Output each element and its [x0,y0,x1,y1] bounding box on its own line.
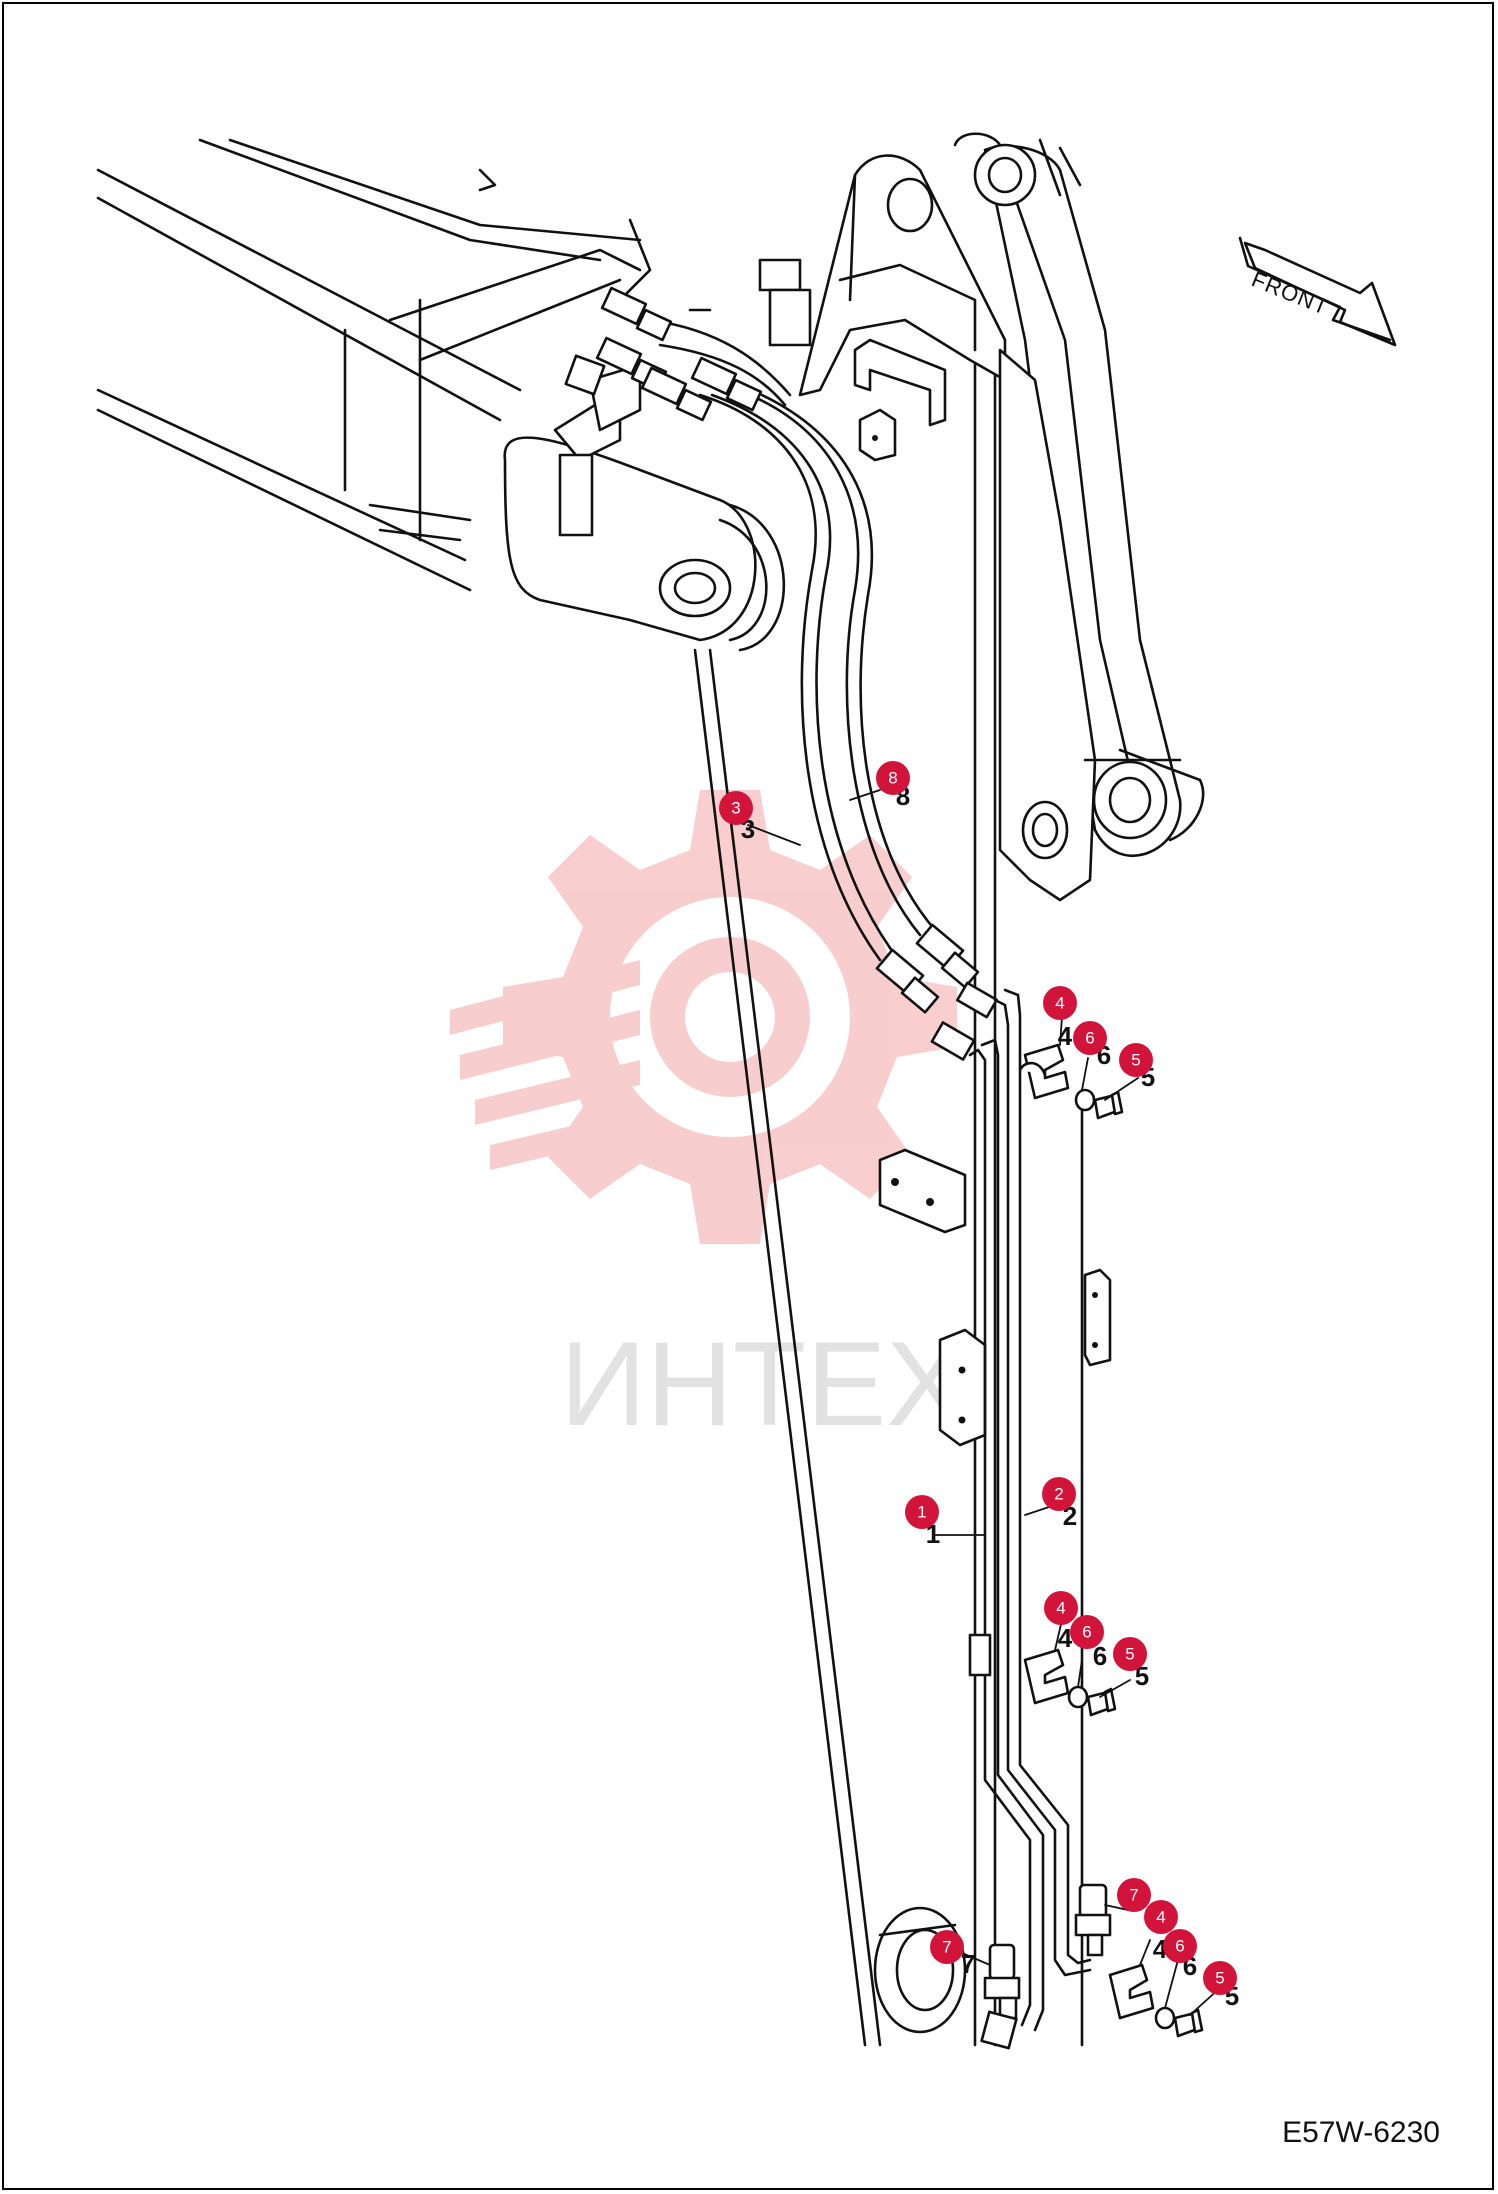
svg-text:7: 7 [1129,1886,1138,1905]
watermark-text: ИНТЕХ [560,1317,966,1451]
callout-3[interactable]: 3 [719,791,753,825]
arm-structure [693,132,1205,2047]
callout-8[interactable]: 8 [876,761,910,795]
callout-6-upper[interactable]: 6 [1073,1021,1107,1055]
callout-4-lower[interactable]: 4 [1144,1900,1178,1934]
svg-text:5: 5 [1215,1969,1224,1988]
boom-structure [96,138,786,652]
callout-6-middle[interactable]: 6 [1070,1615,1104,1649]
svg-text:5: 5 [1131,1051,1140,1070]
callouts: 3 8 4 6 5 1 2 4 [719,761,1237,1995]
svg-text:6: 6 [1082,1623,1091,1642]
front-direction-arrow: FRONT [1238,236,1397,347]
svg-text:2: 2 [1054,1485,1063,1504]
callout-1[interactable]: 1 [905,1495,939,1529]
part-number-6b: 6 [1093,1641,1107,1671]
svg-text:7: 7 [942,1938,951,1957]
callout-2[interactable]: 2 [1042,1477,1076,1511]
clamp-assembly-upper [1018,1043,1124,1120]
svg-text:6: 6 [1175,1937,1184,1956]
callout-5-middle[interactable]: 5 [1113,1637,1147,1671]
callout-4-upper[interactable]: 4 [1043,986,1077,1020]
svg-text:8: 8 [888,769,897,788]
callout-4-middle[interactable]: 4 [1044,1591,1078,1625]
callout-7-left[interactable]: 7 [930,1930,964,1964]
watermark-logo [450,790,957,1244]
svg-text:1: 1 [917,1503,926,1522]
callout-6-lower[interactable]: 6 [1163,1929,1197,1963]
svg-text:3: 3 [731,799,740,818]
part-number-7a: 7 [961,1949,975,1979]
part-number-4a: 4 [1058,1021,1073,1051]
clamp-assembly-lower [1108,1963,1204,2038]
svg-text:6: 6 [1085,1029,1094,1048]
svg-text:4: 4 [1055,994,1064,1013]
arm-spacer-blocks [878,1148,1112,1447]
svg-text:4: 4 [1156,1908,1165,1927]
hydraulic-hoses [564,286,999,1061]
svg-text:5: 5 [1125,1645,1134,1664]
callout-5-lower[interactable]: 5 [1203,1961,1237,1995]
callout-5-upper[interactable]: 5 [1119,1043,1153,1077]
callout-7-right[interactable]: 7 [1117,1878,1151,1912]
part-number-4b: 4 [1058,1623,1073,1653]
steel-pipes [968,988,1112,2050]
drawing-code: E57W-6230 [1282,2116,1440,2149]
leader-lines [747,789,1221,2016]
svg-text:4: 4 [1056,1599,1065,1618]
